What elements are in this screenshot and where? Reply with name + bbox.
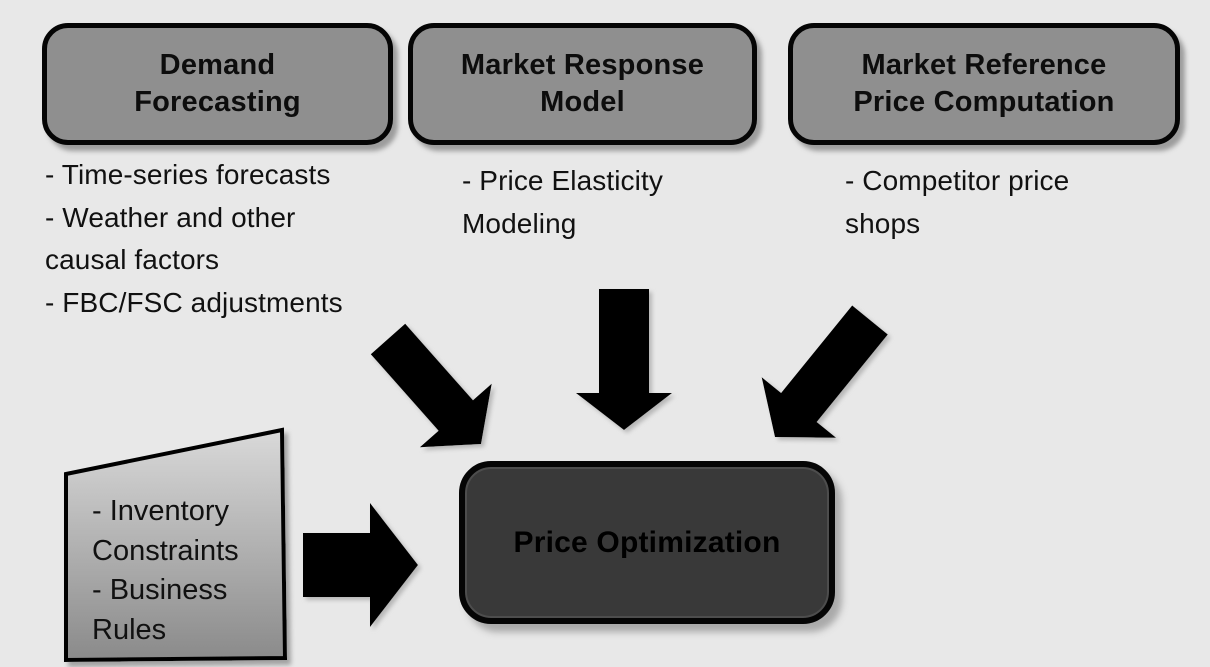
demand-forecasting-bullet-list: - Time-series forecasts - Weather and ot… [45, 159, 343, 318]
node-market-reference-price-computation-title: Market Reference Price Computation [853, 49, 1115, 118]
node-demand-forecasting-title: Demand Forecasting [134, 49, 301, 118]
arrow-demand-to-price-optimization-icon [370, 323, 492, 448]
constraints-shape [64, 427, 288, 663]
node-market-response-model: Market Response Model [408, 23, 757, 145]
arrow-market-response-to-price-optimization-icon [576, 289, 672, 430]
arrow-market-reference-to-price-optimization-icon [761, 305, 888, 438]
node-price-optimization: Price Optimization [459, 461, 835, 624]
node-market-response-model-title: Market Response Model [460, 49, 705, 118]
constraints-shape-label: - Inventory Constraints - Business Rules [92, 495, 239, 646]
node-price-optimization-label: Price Optimization [513, 525, 781, 559]
market-response-bullet-list: - Price Elasticity Modeling [462, 165, 663, 239]
arrow-constraints-to-price-optimization-icon [303, 503, 418, 627]
node-demand-forecasting: Demand Forecasting [42, 23, 393, 145]
node-market-reference-price-computation: Market Reference Price Computation [788, 23, 1180, 145]
market-reference-bullet-list: - Competitor price shops [845, 165, 1070, 239]
